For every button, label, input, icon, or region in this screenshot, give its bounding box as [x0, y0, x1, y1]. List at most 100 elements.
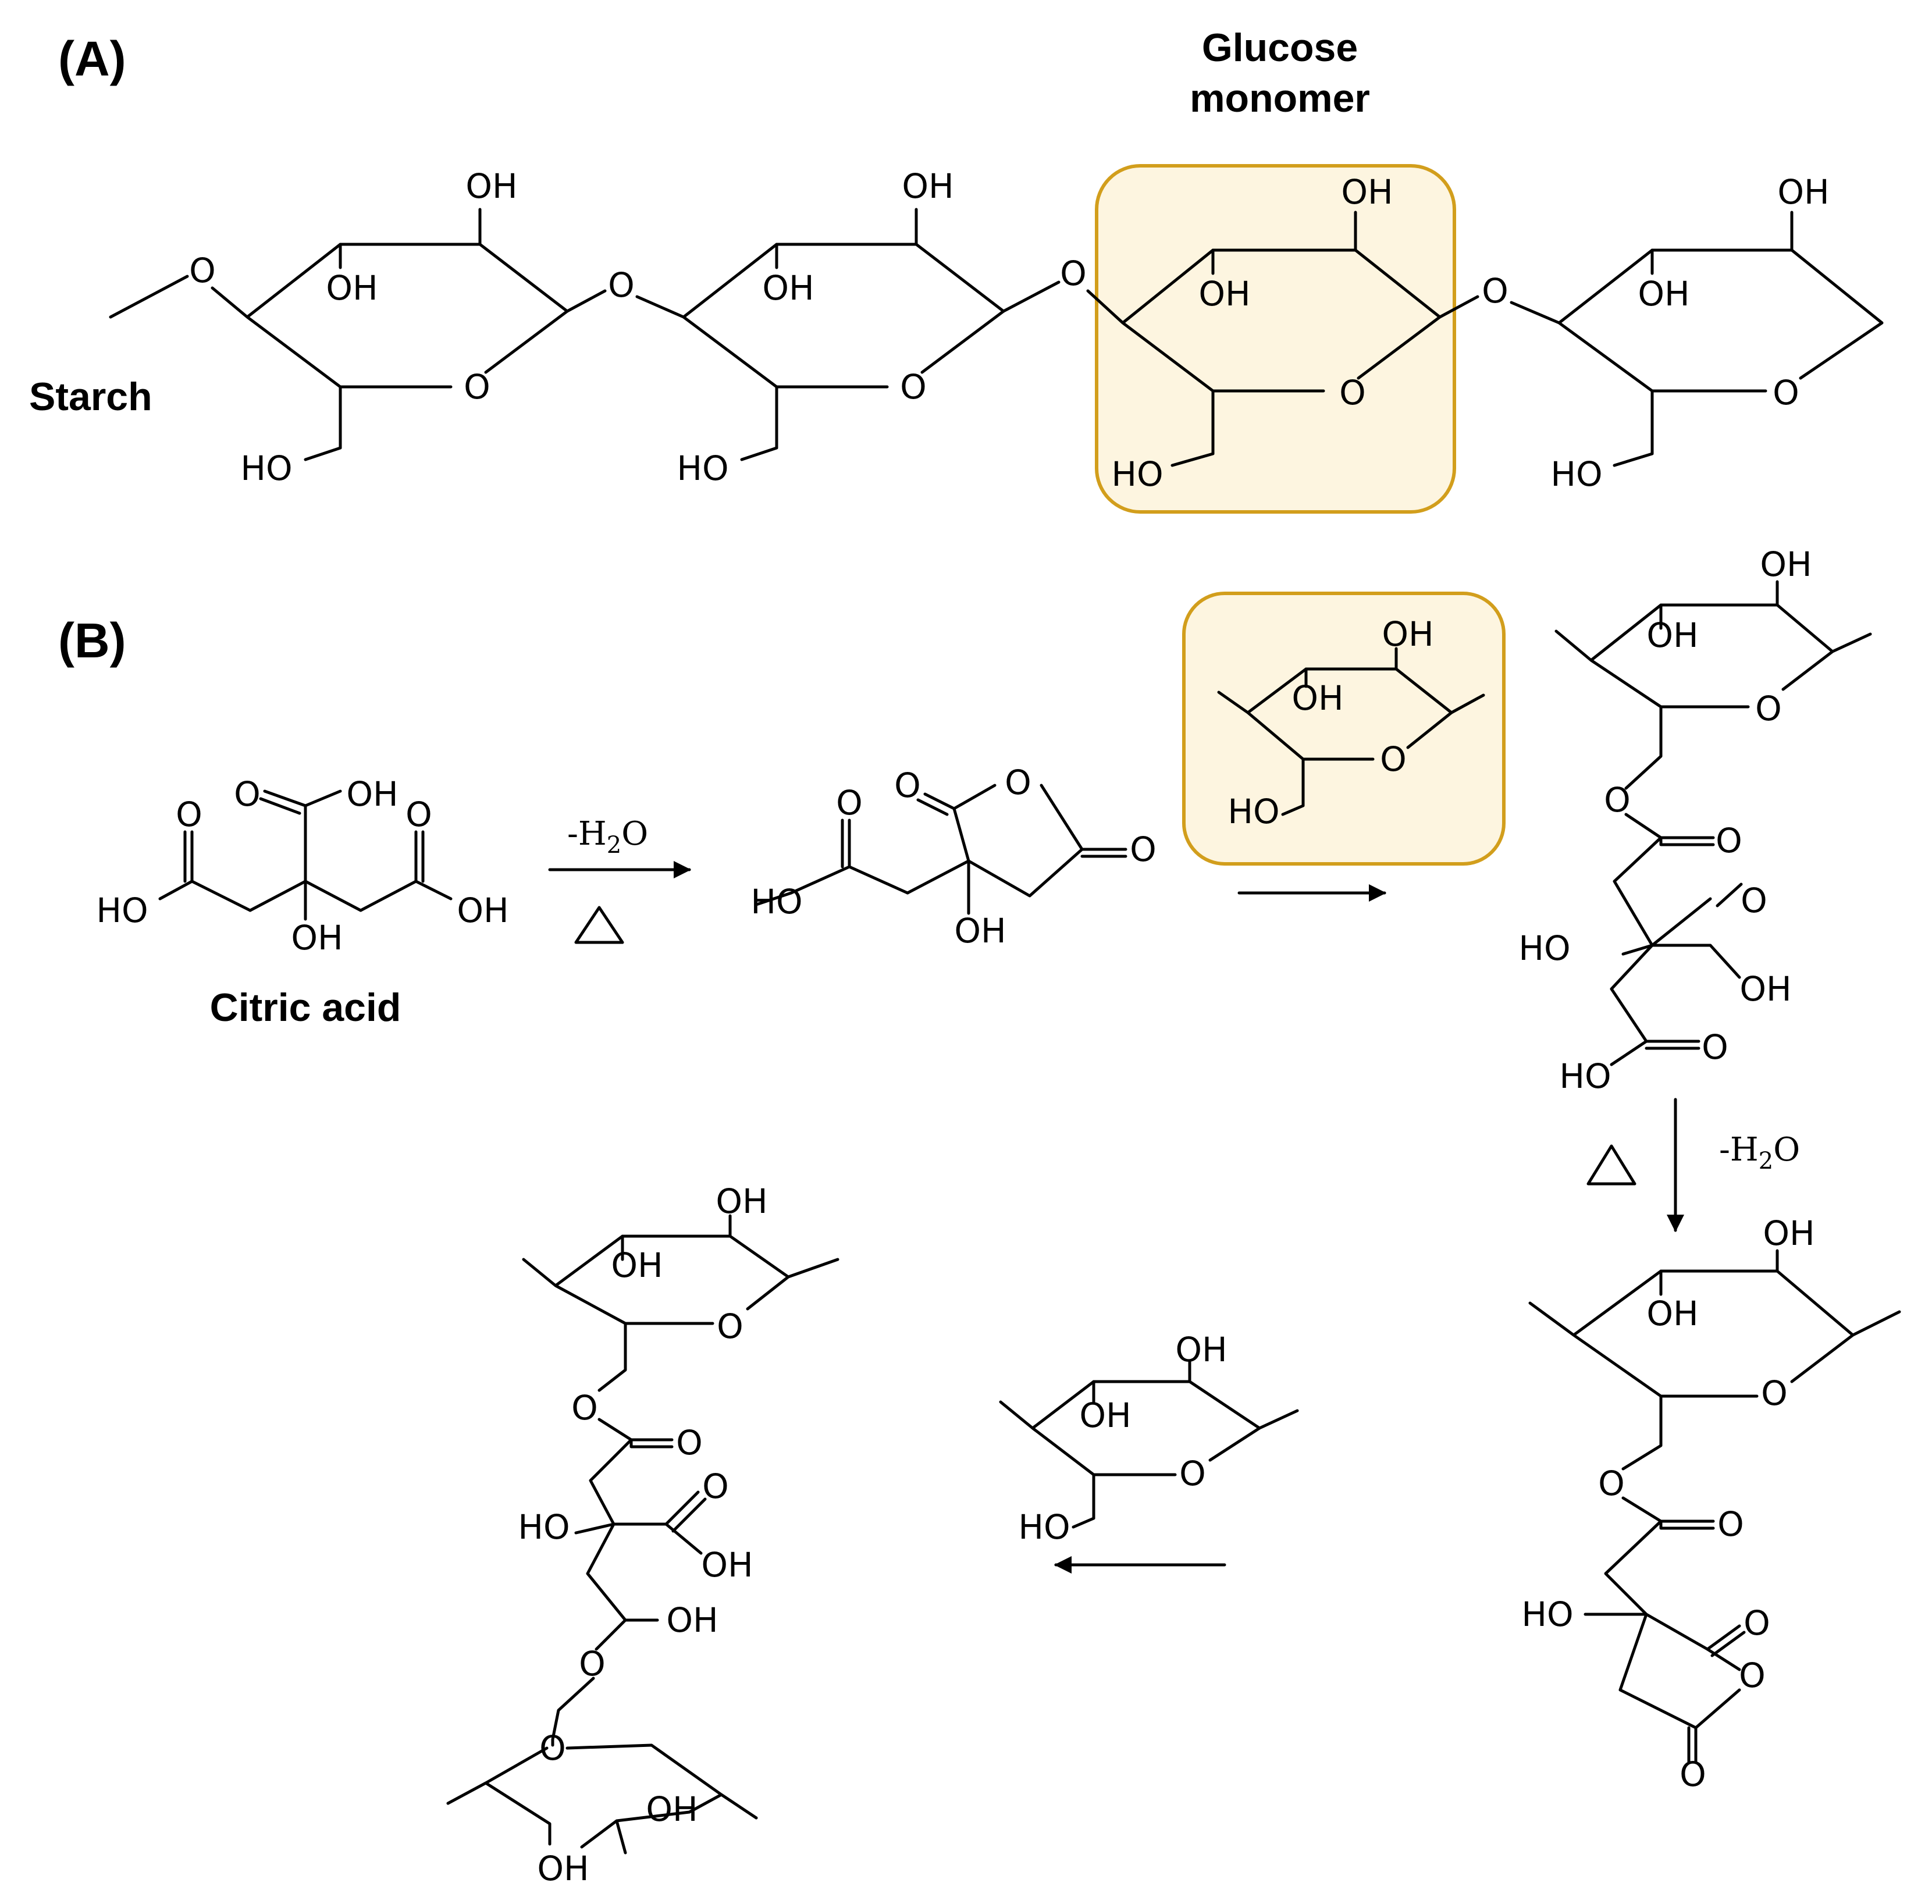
- anhydride-oh: OH: [954, 911, 1006, 951]
- glucose-unit-reagent: [1217, 647, 1485, 816]
- starch-glucose-ring-4: [1510, 211, 1884, 467]
- citric-acid-structure: [158, 789, 453, 921]
- ring2-oh-top: OH: [902, 166, 953, 206]
- citric-anhydride-structure: [755, 784, 1127, 915]
- citric-o-right: O: [405, 795, 432, 834]
- panel-b-label: (B): [58, 613, 126, 668]
- ring3-oh-top: OH: [1341, 172, 1393, 212]
- heat-triangle-1: [574, 906, 624, 944]
- ring1-ring-oxygen: O: [464, 367, 490, 407]
- product-ester-oxygen-2: O: [579, 1644, 606, 1684]
- ring2-ho: HO: [677, 449, 728, 488]
- glucose-monomer-label-line2: monomer: [1190, 76, 1370, 120]
- product-ring-oxygen-bottom: O: [539, 1728, 566, 1768]
- ring3-ring-oxygen: O: [1339, 373, 1366, 412]
- monoester-carbonyl-oxygen-2: O: [1741, 881, 1767, 920]
- anhydride-ester-oxygen: O: [1598, 1464, 1625, 1503]
- product-carbonyl-oxygen-1: O: [676, 1423, 703, 1462]
- ring4-ho: HO: [1550, 454, 1602, 494]
- anhydride-ho: HO: [750, 882, 802, 921]
- starch-label: Starch: [29, 375, 152, 419]
- anhydride-ester-oh-mid: OH: [1646, 1294, 1698, 1333]
- starch-citrate-anhydride: [1528, 1249, 1901, 1764]
- glucose-2-oh-mid: OH: [1079, 1396, 1131, 1435]
- starch-glucose-ring-3: [1086, 211, 1479, 467]
- product-ester-oxygen-1: O: [571, 1388, 598, 1428]
- anhydride-ring-oxygen: O: [1005, 763, 1031, 802]
- product-oh-bottom-right: OH: [646, 1789, 698, 1829]
- product-oh-top: OH: [716, 1181, 767, 1221]
- svg-text:-H2O: -H2O: [567, 815, 648, 859]
- anhydride-ester-ho: HO: [1521, 1595, 1573, 1634]
- glucose-unit-oh-mid: OH: [1291, 678, 1343, 718]
- starch-glucose-ring-2: [635, 208, 1061, 461]
- starch-glucose-ring-1: [211, 208, 607, 461]
- citric-o-top: O: [234, 774, 261, 814]
- glycosidic-oxygen-2: O: [608, 265, 635, 305]
- monoester-carbonyl-oxygen-1: O: [1716, 821, 1742, 860]
- glucose-monomer-highlight: [1095, 164, 1456, 514]
- anhydride-ester-ring-oxygen: O: [1761, 1373, 1788, 1413]
- ring2-ring-oxygen: O: [900, 367, 927, 407]
- glucose-unit-oh-top: OH: [1382, 614, 1433, 654]
- monoester-oh-top: OH: [1760, 544, 1812, 584]
- svg-text:-H2O: -H2O: [1719, 1131, 1800, 1175]
- monoester-carbonyl-oxygen-3: O: [1702, 1027, 1728, 1067]
- product-carbonyl-oxygen-2: O: [702, 1467, 729, 1506]
- product-oh-acid: OH: [701, 1545, 753, 1585]
- glycosidic-oxygen-3: O: [1060, 254, 1087, 293]
- ring1-ho: HO: [240, 449, 292, 488]
- citric-o-left: O: [176, 795, 202, 834]
- anhydride-o-acid: O: [836, 783, 863, 823]
- glucose-unit-highlight: [1182, 592, 1506, 866]
- glucose-monomer-label-line1: Glucose: [1202, 26, 1358, 70]
- ring4-oh-mid: OH: [1638, 274, 1689, 314]
- monoester-oh-acid: OH: [1739, 969, 1791, 1009]
- citric-acid-label: Citric acid: [210, 985, 401, 1030]
- anhydride-ester-o-carbonyl-a: O: [1744, 1603, 1770, 1643]
- citric-oh-center: OH: [291, 918, 343, 958]
- ring2-oh-mid: OH: [762, 268, 814, 308]
- anhydride-ester-ring-o: O: [1739, 1656, 1766, 1695]
- ring1-oh-mid: OH: [326, 268, 378, 308]
- panel-a-label: (A): [58, 31, 126, 86]
- monoester-ho-bottom: HO: [1559, 1056, 1611, 1096]
- product-ho-center: HO: [518, 1507, 570, 1547]
- product-oh-mid: OH: [611, 1245, 663, 1285]
- product-ring-oxygen-top: O: [717, 1307, 743, 1346]
- ring1-oh-top: OH: [465, 166, 517, 206]
- glucose-2-ring-oxygen: O: [1179, 1454, 1206, 1493]
- monoester-ester-oxygen: O: [1604, 780, 1631, 820]
- dehydration-condition-1: -H2O: [567, 815, 648, 859]
- glycosidic-oxygen-4: O: [1482, 271, 1508, 311]
- anhydride-ester-carbonyl-oxygen: O: [1717, 1504, 1744, 1544]
- anhydride-ester-oh-top: OH: [1763, 1213, 1814, 1253]
- glucose-unit-ho: HO: [1227, 792, 1279, 831]
- glucose-unit-reagent-2: [999, 1360, 1299, 1529]
- product-oh-bottom: OH: [537, 1849, 589, 1888]
- glucose-2-ho: HO: [1018, 1507, 1070, 1547]
- glucose-2-oh-top: OH: [1175, 1330, 1227, 1369]
- glycosidic-oxygen-1: O: [189, 251, 216, 290]
- ring3-oh-mid: OH: [1198, 274, 1250, 314]
- ring3-ho: HO: [1111, 454, 1163, 494]
- monoester-ring-oxygen: O: [1755, 689, 1782, 728]
- starch-citrate-monoester: [1554, 580, 1872, 1066]
- anhydride-o-carbonyl-1: O: [894, 766, 921, 805]
- ring4-ring-oxygen: O: [1773, 373, 1799, 412]
- citric-oh-top: OH: [346, 774, 398, 814]
- glucose-unit-ring-oxygen: O: [1380, 739, 1407, 779]
- monoester-oh-mid: OH: [1646, 615, 1698, 655]
- anhydride-o-carbonyl-2: O: [1130, 830, 1157, 869]
- citric-ho-left: HO: [96, 891, 148, 930]
- heat-triangle-2: [1586, 1144, 1636, 1186]
- citric-oh-right: OH: [457, 891, 508, 930]
- product-oh-ester: OH: [666, 1600, 718, 1640]
- ring4-oh-top: OH: [1777, 172, 1829, 212]
- anhydride-ester-o-carbonyl-b: O: [1680, 1754, 1706, 1794]
- chain-start-bond: [109, 275, 189, 319]
- dehydration-condition-2: -H2O: [1719, 1131, 1800, 1175]
- monoester-ho-center: HO: [1518, 928, 1570, 968]
- crosslinked-diester-product: [446, 1214, 839, 1855]
